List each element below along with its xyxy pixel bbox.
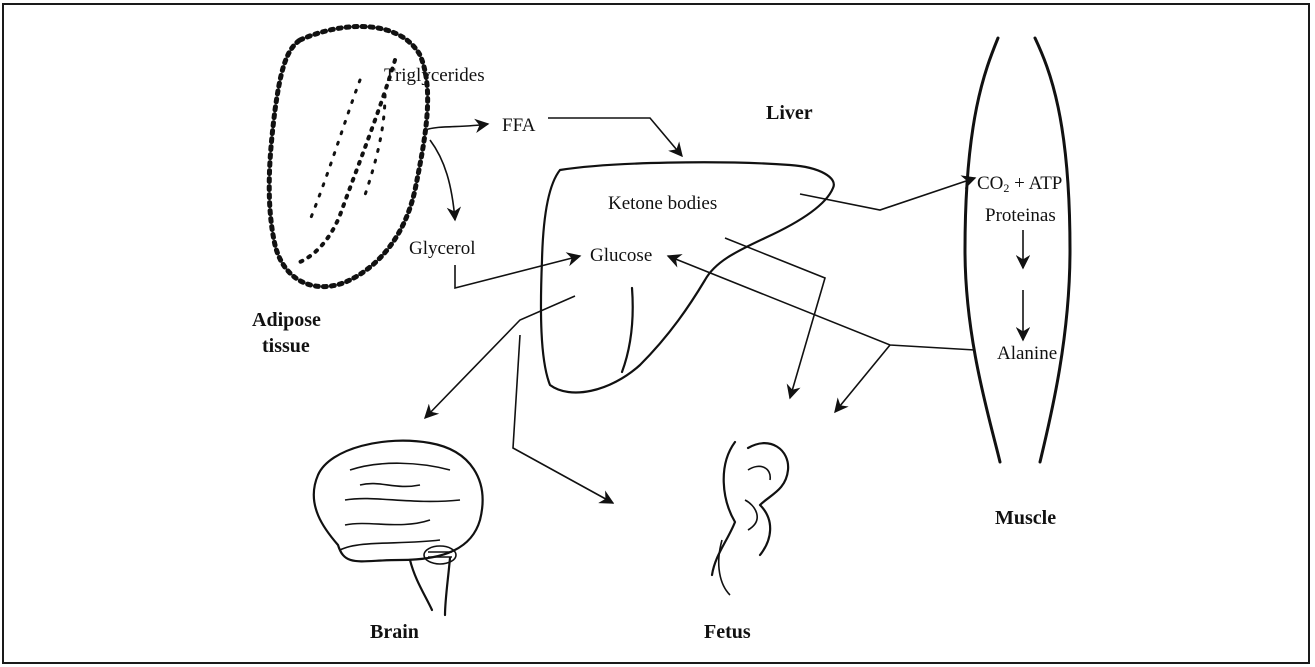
label-glucose: Glucose	[590, 245, 652, 266]
arrow-ketone-to-muscle	[800, 178, 975, 210]
label-alanine: Alanine	[997, 343, 1057, 364]
label-proteinas: Proteinas	[985, 205, 1056, 226]
organ-brain: Brain	[370, 621, 419, 643]
organ-muscle: Muscle	[995, 507, 1056, 529]
label-ketone-bodies: Ketone bodies	[608, 193, 717, 214]
arrow-triglycerides-to-ffa	[425, 124, 488, 130]
organ-adipose-line2: tissue	[262, 335, 310, 357]
arrow-liver-to-brain	[425, 296, 575, 418]
arrow-alanine-to-fetus	[835, 345, 890, 412]
organ-adipose-line1: Adipose	[252, 309, 321, 331]
arrow-ffa-to-liver	[548, 118, 682, 156]
arrow-liver-to-fetus	[513, 335, 613, 503]
organ-fetus: Fetus	[704, 621, 751, 643]
muscle-shape	[965, 38, 1070, 462]
brain-shape	[314, 441, 483, 615]
liver-fold	[622, 288, 633, 372]
organ-liver: Liver	[766, 102, 813, 124]
arrow-glycerol-to-glucose	[455, 256, 580, 288]
arrow-glucose-to-fetus	[725, 238, 825, 398]
arrow-alanine-to-glucose	[668, 256, 975, 350]
label-co2-atp: CO2 + ATP	[977, 173, 1062, 195]
label-glycerol: Glycerol	[409, 238, 475, 259]
label-ffa: FFA	[502, 115, 536, 136]
arrow-triglycerides-to-glycerol	[430, 140, 455, 220]
fetus-shape	[712, 442, 788, 595]
label-triglycerides: Triglycerides	[384, 65, 485, 86]
